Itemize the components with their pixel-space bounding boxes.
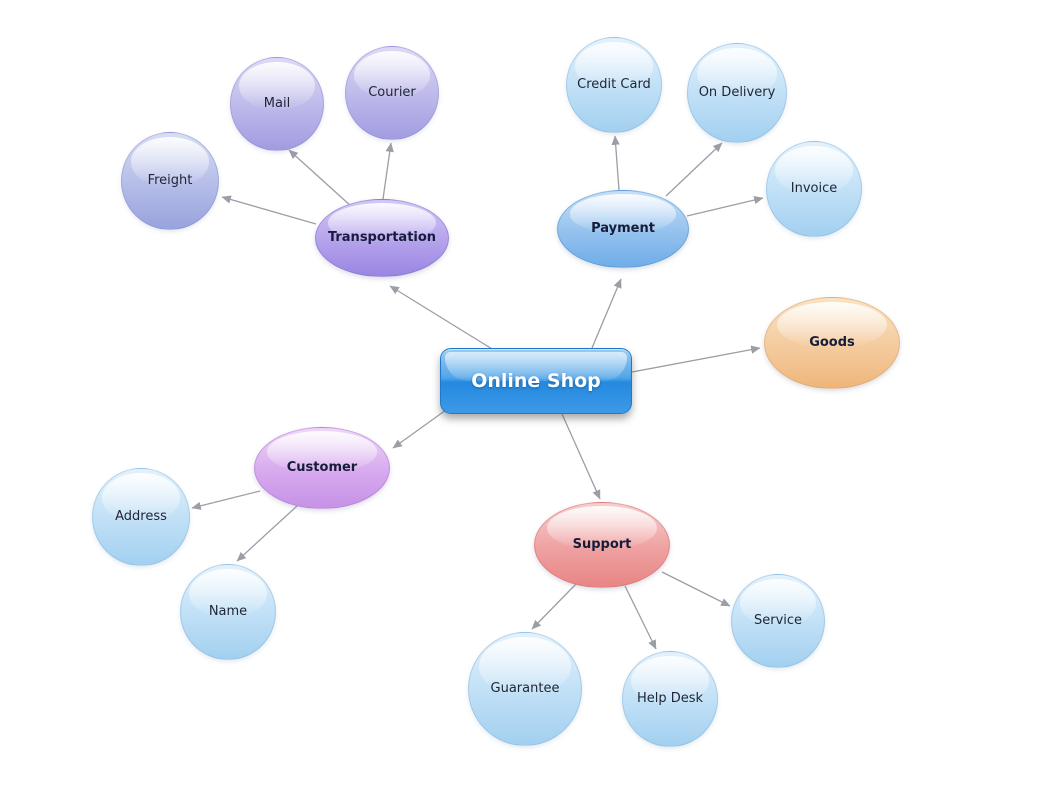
node-freight[interactable]: Freight <box>121 132 219 230</box>
node-courier[interactable]: Courier <box>345 46 439 140</box>
node-service[interactable]: Service <box>731 574 825 668</box>
node-address[interactable]: Address <box>92 468 190 566</box>
node-address-label: Address <box>115 508 167 524</box>
node-name[interactable]: Name <box>180 564 276 660</box>
node-transportation[interactable]: Transportation <box>315 199 449 277</box>
edge-onlineshop-goods <box>631 345 761 373</box>
node-payment-label: Payment <box>591 220 655 236</box>
node-customer-label: Customer <box>286 459 358 475</box>
edge-payment-creditcard <box>611 135 620 191</box>
node-guarantee-label: Guarantee <box>490 680 560 696</box>
node-support[interactable]: Support <box>534 502 670 588</box>
node-invoice[interactable]: Invoice <box>766 141 862 237</box>
node-customer[interactable]: Customer <box>254 427 390 509</box>
edge-payment-ondelivery <box>665 142 723 197</box>
node-mail[interactable]: Mail <box>230 57 324 151</box>
node-guarantee[interactable]: Guarantee <box>468 632 582 746</box>
node-name-label: Name <box>208 603 248 619</box>
edge-transportation-courier <box>382 142 394 200</box>
node-transportation-label: Transportation <box>327 229 437 245</box>
node-on-delivery-label: On Delivery <box>698 84 776 100</box>
node-goods-label: Goods <box>809 334 855 350</box>
node-on-delivery[interactable]: On Delivery <box>687 43 787 143</box>
node-online-shop[interactable]: Online Shop <box>440 348 632 414</box>
node-credit-card[interactable]: Credit Card <box>566 37 662 133</box>
edge-support-guarantee <box>531 583 577 630</box>
edge-support-helpdesk <box>624 585 657 650</box>
node-credit-card-label: Credit Card <box>577 76 651 92</box>
edge-transportation-freight <box>221 195 317 225</box>
node-online-shop-label: Online Shop <box>471 370 601 392</box>
edge-support-service <box>661 571 731 607</box>
edge-onlineshop-customer <box>392 409 447 449</box>
edge-onlineshop-payment <box>591 278 622 349</box>
node-help-desk-label: Help Desk <box>636 690 704 706</box>
edge-onlineshop-support <box>561 413 601 500</box>
edge-customer-name <box>236 505 298 562</box>
node-service-label: Service <box>753 612 803 628</box>
edge-onlineshop-transportation <box>389 285 498 353</box>
edge-transportation-mail <box>288 149 353 208</box>
edge-payment-invoice <box>686 195 764 217</box>
node-invoice-label: Invoice <box>790 180 838 196</box>
node-help-desk[interactable]: Help Desk <box>622 651 718 747</box>
node-courier-label: Courier <box>368 84 416 100</box>
edge-customer-address <box>191 490 261 510</box>
node-payment[interactable]: Payment <box>557 190 689 268</box>
node-goods[interactable]: Goods <box>764 297 900 389</box>
node-freight-label: Freight <box>147 172 193 188</box>
node-support-label: Support <box>572 536 632 552</box>
node-mail-label: Mail <box>263 95 291 111</box>
